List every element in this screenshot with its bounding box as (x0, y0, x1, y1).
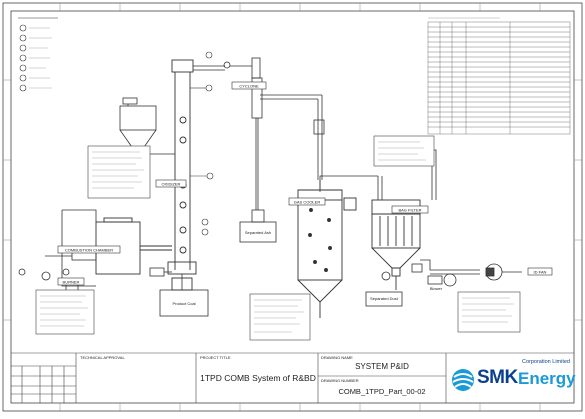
product-outlet (149, 267, 209, 317)
separated-ash-bin (239, 221, 277, 243)
note-box-lines (40, 141, 514, 333)
label-separated-dust: Separated Dust (370, 296, 399, 301)
tag-bag-filter: BAG FILTER (398, 208, 421, 213)
tag-gas-cooler: GAS COOLER (294, 200, 321, 205)
drawing-name-label: DRAWING NAME (321, 355, 353, 360)
top-duct (193, 57, 261, 79)
tag-id-fan-box (527, 267, 553, 276)
burner-assembly (18, 209, 97, 293)
project-title-label: PROJECT TITLE (200, 355, 231, 360)
technical-approval-label: TECHNICAL APPROVAL (80, 355, 125, 360)
label-product-coal: Product Coal (172, 301, 195, 306)
note-boxes (35, 135, 521, 341)
drawing-number: COMB_1TPD_Part_00-02 (338, 387, 426, 396)
tag-burner: BURNER (63, 280, 80, 285)
logo-brand: SMK (477, 367, 518, 388)
blower (427, 273, 457, 287)
drawing-number-label: DRAWING NUMBER (321, 378, 359, 383)
id-fan-line (381, 259, 522, 281)
bag-filter (371, 199, 421, 290)
oxidizer-instruments (190, 51, 214, 236)
project-title: 1TPD COMB System of R&BD (200, 373, 316, 383)
id-fan-note (457, 291, 521, 333)
outer-border (2, 2, 583, 412)
cyclone (251, 77, 265, 223)
logo-tagline: Corporation Limited (522, 359, 570, 365)
logo-brand-suffix: Energy (518, 369, 576, 388)
inner-border (10, 10, 575, 404)
tag-cyclone-box (231, 81, 267, 90)
tag-oxidizer-box (155, 179, 187, 188)
tag-burner-box (57, 277, 85, 286)
globe-icon (452, 369, 474, 391)
tag-gas-cooler-box (288, 197, 326, 206)
title-block-frame (11, 352, 574, 403)
coal-feed-note (87, 145, 151, 199)
gas-cooler-note (249, 293, 311, 341)
oxidizer-column (167, 59, 197, 291)
symbol-legend (18, 17, 58, 92)
hot-gas-duct (260, 94, 325, 192)
tag-combustion-chamber: COMBUSTION CHAMBER (65, 248, 113, 253)
tag-cyclone: CYCLONE (239, 84, 259, 89)
tag-id-fan: ID FAN (534, 270, 547, 275)
tag-boxes (57, 81, 553, 286)
tag-bag-filter-box (391, 205, 429, 214)
tag-oxidizer: OXIDIZER (162, 182, 181, 187)
drawing-name: SYSTEM P&ID (355, 362, 409, 371)
burner-note (35, 289, 95, 335)
company-logo: Corporation Limited SMK Energy (448, 355, 576, 401)
tag-combustion-chamber-box (57, 245, 121, 254)
bag-filter-note (373, 135, 435, 167)
instrument-list-table (427, 17, 571, 135)
separated-dust-bin (365, 291, 403, 307)
label-blower: Blower (430, 286, 443, 291)
grid-zone-ticks (3, 3, 582, 411)
label-separated-ash: Separated Ash (245, 230, 271, 235)
